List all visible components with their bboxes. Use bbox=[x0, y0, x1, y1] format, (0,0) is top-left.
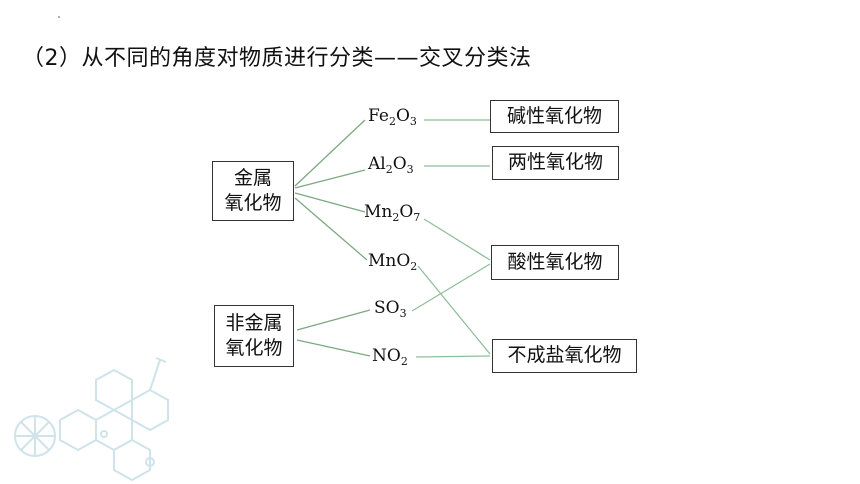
metal-oxide-line1: 金属 bbox=[233, 167, 272, 189]
formula-symbol: NO bbox=[372, 346, 401, 366]
line-metal-fe2o3 bbox=[294, 119, 366, 187]
line-mn2o7-acidic bbox=[423, 218, 491, 261]
basic-oxide-box: 碱性氧化物 bbox=[490, 100, 619, 133]
formula-symbol: MnO bbox=[368, 251, 411, 271]
formula-symbol: Fe bbox=[368, 106, 389, 126]
compound-fe2o3: Fe2O3 bbox=[368, 106, 417, 128]
acidic-oxide-box: 酸性氧化物 bbox=[491, 245, 619, 280]
formula-subscript: 3 bbox=[406, 163, 414, 176]
compound-al2o3: Al2O3 bbox=[368, 154, 414, 176]
stray-dot bbox=[58, 16, 60, 18]
formula-subscript: 2 bbox=[400, 355, 408, 368]
line-metal-mn2o7 bbox=[294, 192, 366, 213]
formula-symbol: Al bbox=[368, 154, 386, 174]
amphoteric-oxide-box: 两性氧化物 bbox=[492, 146, 619, 180]
formula-subscript: 3 bbox=[399, 307, 407, 320]
line-metal-al2o3 bbox=[294, 169, 366, 189]
formula-subscript: 3 bbox=[409, 115, 417, 128]
formula-subscript: 7 bbox=[413, 211, 421, 224]
molecule-watermark-icon bbox=[14, 357, 169, 482]
page-title: （2）从不同的角度对物质进行分类——交叉分类法 bbox=[22, 46, 532, 71]
formula-symbol: O bbox=[392, 154, 407, 174]
line-metal-mno2 bbox=[294, 197, 368, 261]
formula-symbol: O bbox=[395, 106, 410, 126]
nonmetal-oxide-box: 非金属 氧化物 bbox=[214, 305, 294, 367]
compound-mn2o7: Mn2O7 bbox=[364, 202, 420, 224]
line-mno2-nonsalt bbox=[417, 265, 491, 355]
metal-oxide-box: 金属 氧化物 bbox=[212, 161, 294, 221]
compound-so3: SO3 bbox=[374, 298, 407, 320]
compound-no2: NO2 bbox=[372, 346, 408, 368]
line-so3-acidic bbox=[411, 263, 491, 312]
formula-symbol: O bbox=[399, 202, 414, 222]
metal-oxide-line2: 氧化物 bbox=[224, 192, 282, 214]
line-nonmetal-no2 bbox=[296, 339, 371, 357]
nonmetal-oxide-line2: 氧化物 bbox=[225, 337, 283, 359]
formula-symbol: SO bbox=[374, 298, 400, 318]
formula-subscript: 2 bbox=[392, 211, 400, 224]
formula-subscript: 2 bbox=[388, 115, 396, 128]
compound-mno2: MnO2 bbox=[368, 251, 417, 273]
non-salt-forming-oxide-box: 不成盐氧化物 bbox=[492, 339, 637, 373]
line-nonmetal-so3 bbox=[296, 309, 371, 331]
line-no2-nonsalt bbox=[415, 355, 491, 358]
formula-symbol: Mn bbox=[364, 202, 393, 222]
nonmetal-oxide-line1: 非金属 bbox=[225, 312, 283, 334]
formula-subscript: 2 bbox=[385, 163, 393, 176]
formula-subscript: 2 bbox=[410, 260, 418, 273]
